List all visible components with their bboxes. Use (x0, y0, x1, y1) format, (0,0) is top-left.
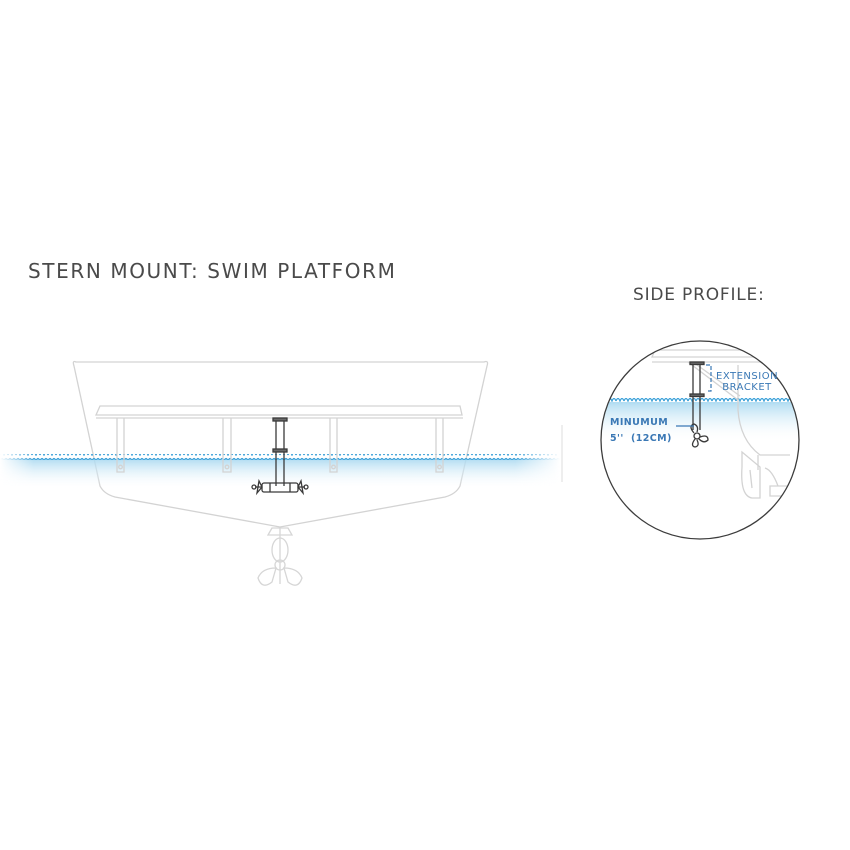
main-diagram-title: STERN MOUNT: SWIM PLATFORM (28, 259, 397, 283)
platform-supports (116, 418, 444, 473)
extension-label-line2: BRACKET (722, 382, 772, 393)
minimum-label-line1: MINUMUM (610, 417, 669, 428)
trolling-motor-front (251, 417, 309, 496)
side-propeller-icon (690, 423, 709, 448)
waterline-main (0, 454, 560, 489)
boat-propeller-icon (257, 527, 303, 586)
boat-stern-outline (72, 360, 489, 528)
side-profile-title: SIDE PROFILE: (633, 285, 765, 305)
extension-bracket-label: EXTENSION BRACKET (716, 371, 778, 393)
extension-label-line1: EXTENSION (716, 371, 779, 382)
side-motor-shaft (689, 361, 709, 448)
minimum-label-line2: 5'' (12CM) (610, 433, 672, 444)
minimum-depth-label: MINUMUM 5'' (12CM) (610, 415, 672, 447)
extension-bracket-marker (706, 364, 712, 392)
